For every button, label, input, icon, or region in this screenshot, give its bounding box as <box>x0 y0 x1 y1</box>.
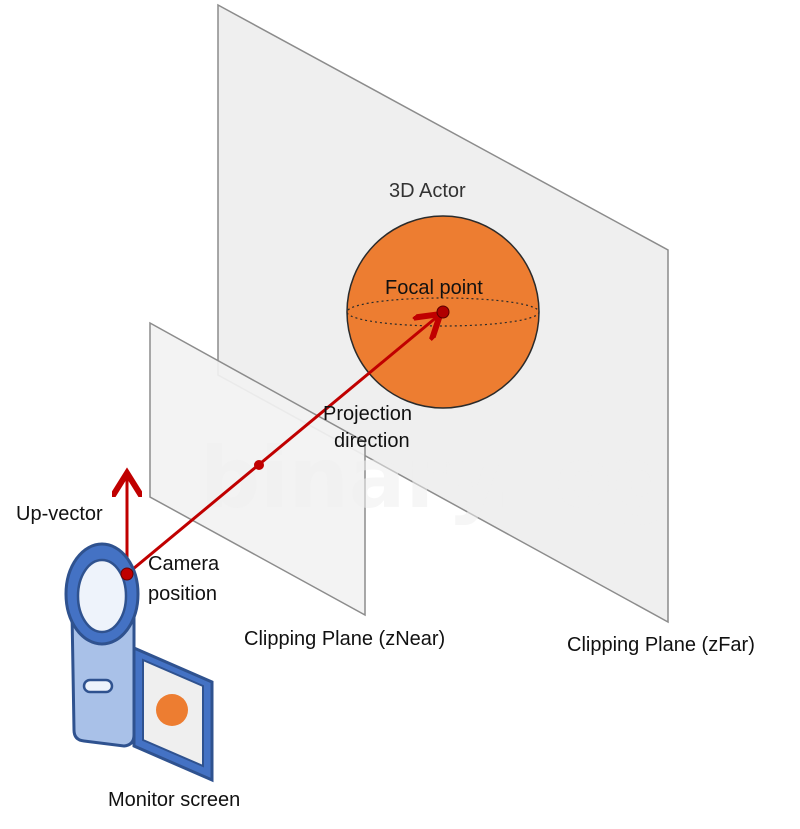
camera-position-dot <box>120 567 134 581</box>
projection-direction-arrow <box>126 316 438 576</box>
focal-point-dot <box>436 305 450 319</box>
camera-icon <box>64 542 214 783</box>
znear-label: Clipping Plane (zNear) <box>244 628 445 650</box>
camera-position-label-line1: Camera <box>148 553 220 575</box>
near-plane-intersection-point <box>254 460 264 470</box>
projection-direction-label-line1: Projection <box>323 403 412 425</box>
watermark: binary.log <box>200 429 672 527</box>
camera-position-label-line2: position <box>148 583 217 605</box>
zfar-label: Clipping Plane (zFar) <box>567 634 755 656</box>
up-vector-label: Up-vector <box>16 503 103 525</box>
monitor-screen-label: Monitor screen <box>108 789 240 811</box>
focal-point-label: Focal point <box>385 277 483 299</box>
actor-label: 3D Actor <box>389 180 466 202</box>
projection-direction-label-line2: direction <box>334 430 410 452</box>
